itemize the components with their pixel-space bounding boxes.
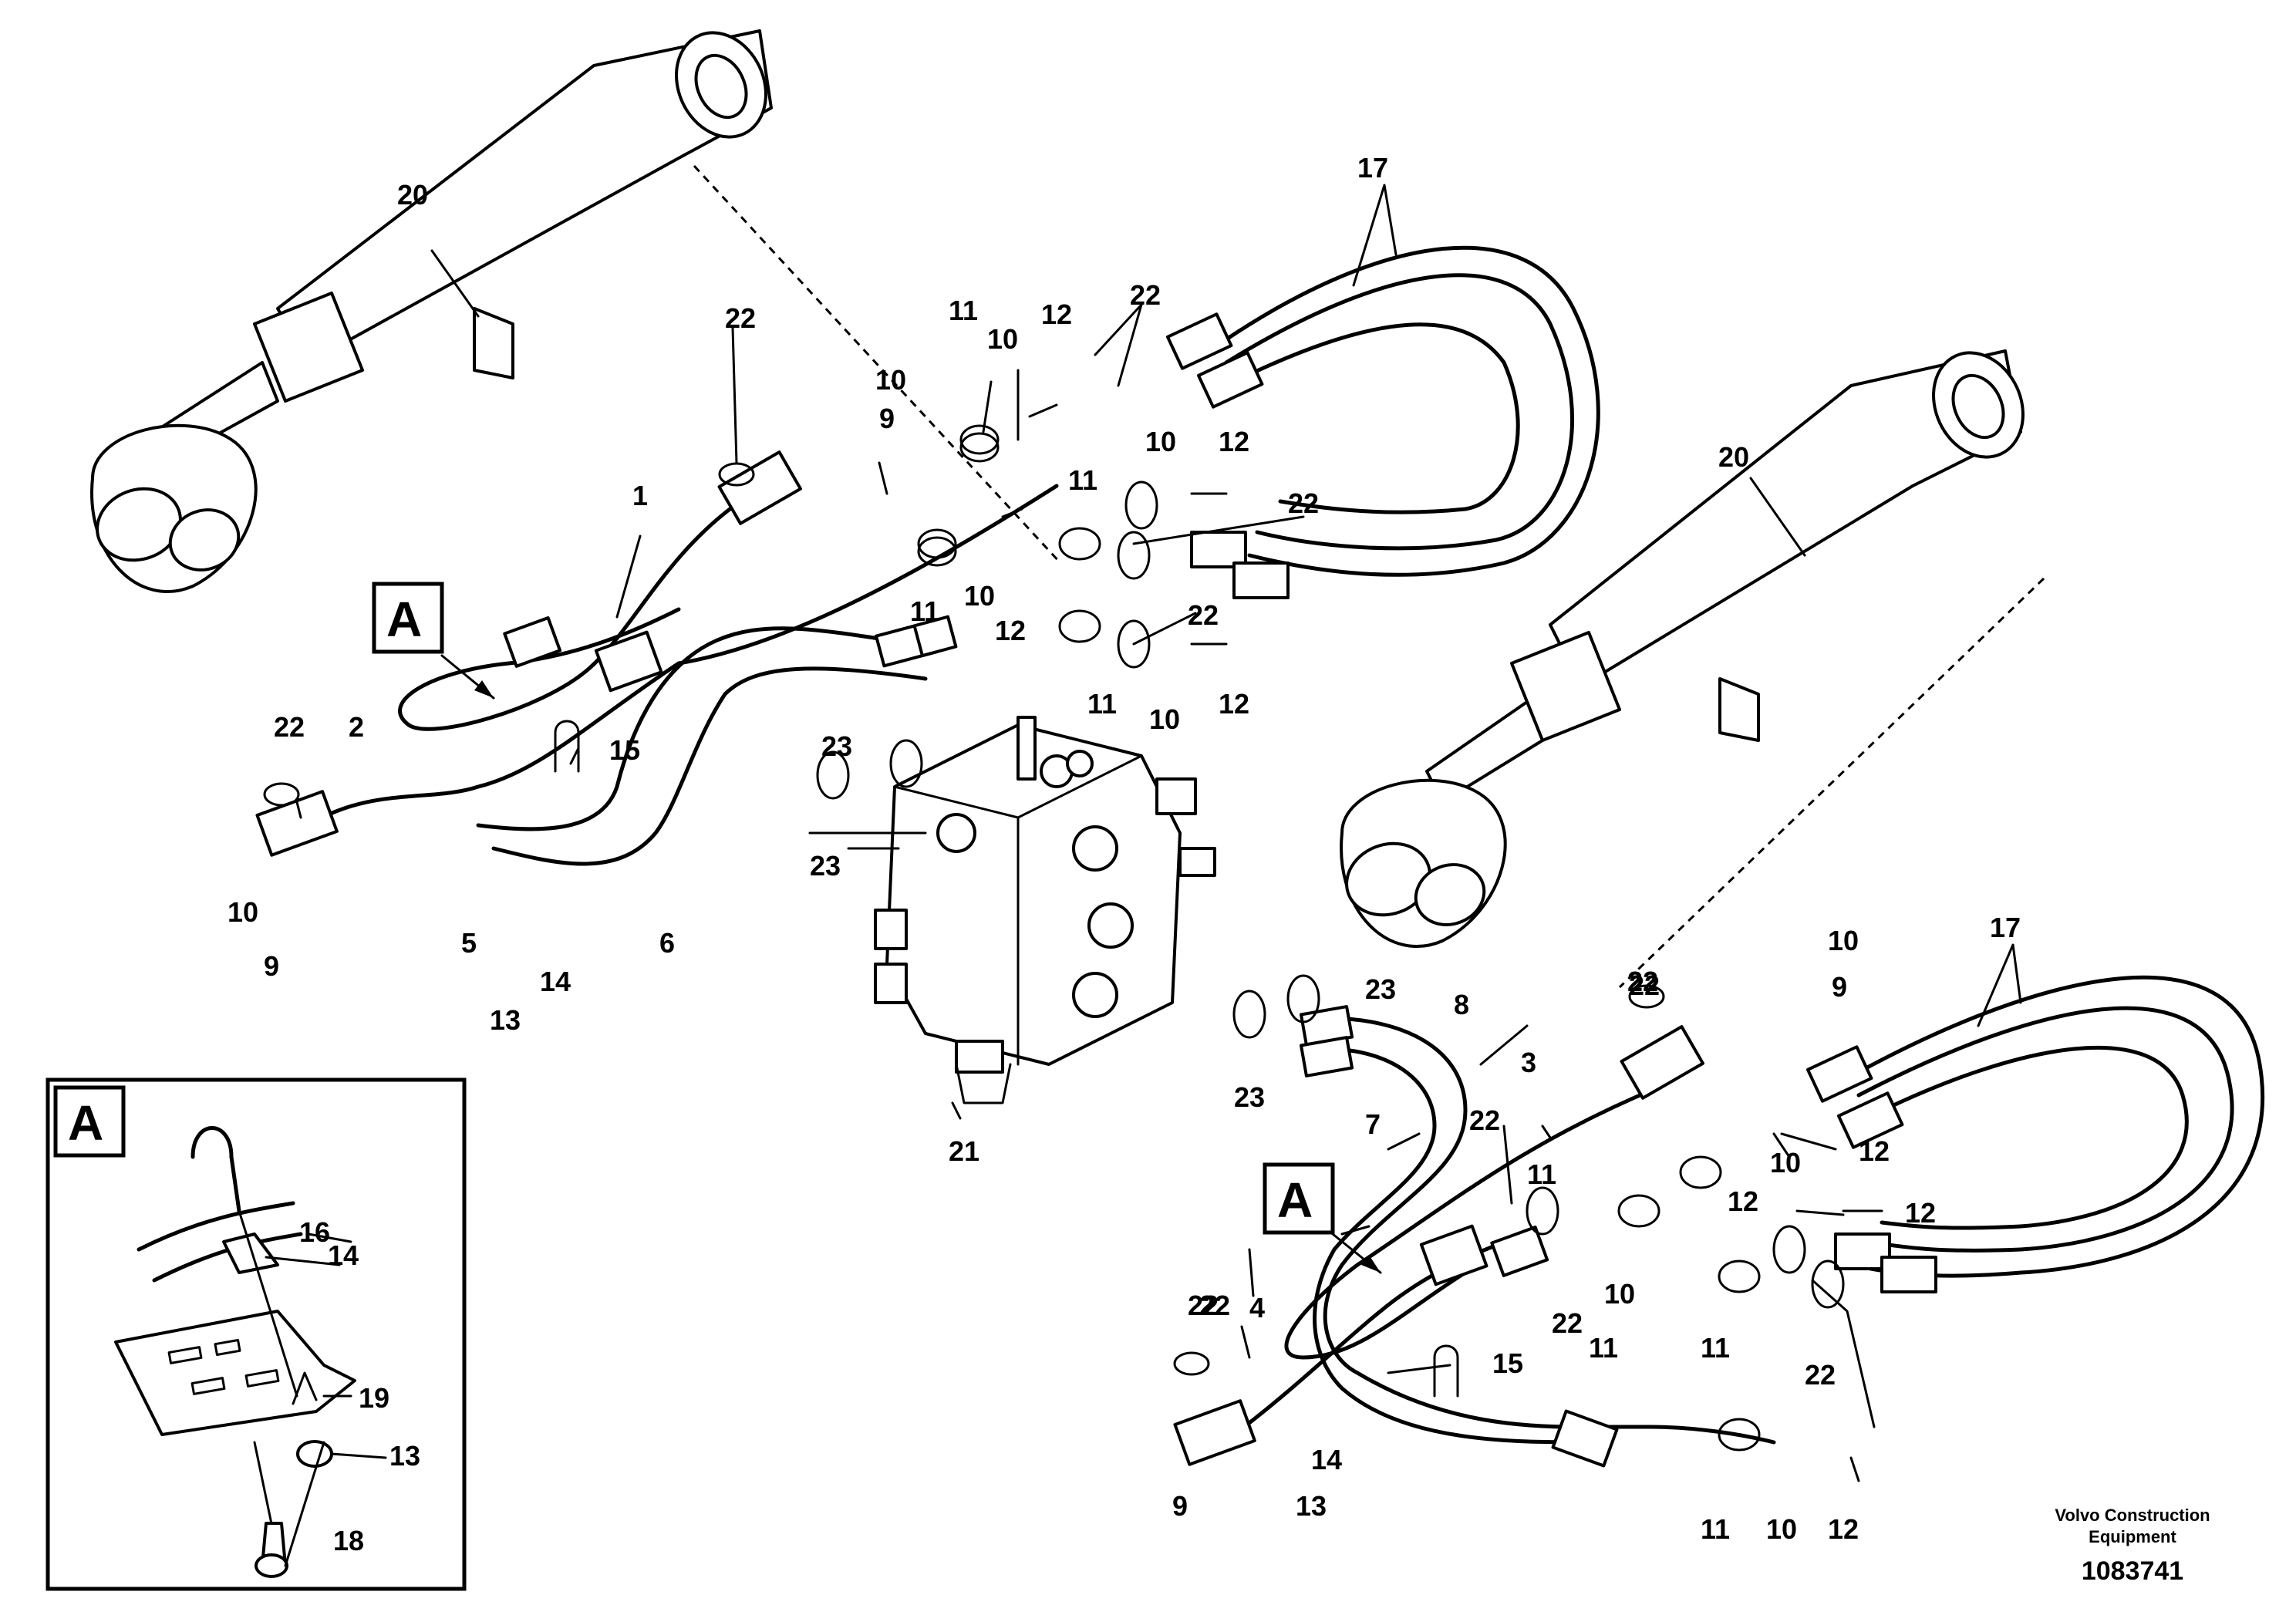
callout-9: 9 (1832, 971, 1847, 1003)
callout-11: 11 (1068, 464, 1097, 496)
callout-11: 11 (1527, 1158, 1556, 1190)
callout-11: 11 (1087, 688, 1117, 720)
callout-9: 9 (1172, 1490, 1188, 1522)
hardware (263, 164, 2045, 1482)
callout-21: 21 (949, 1135, 979, 1167)
callout-12: 12 (1728, 1185, 1758, 1217)
callout-2: 2 (349, 711, 364, 743)
callout-10: 10 (964, 580, 995, 612)
hose-17-upper (1165, 245, 1600, 599)
brand-line-1: Volvo Construction (2055, 1506, 2210, 1525)
callout-10: 10 (987, 323, 1018, 355)
callout-14: 14 (328, 1239, 359, 1271)
callout-10: 10 (875, 364, 906, 396)
leader-lines (265, 184, 2022, 1567)
callout-labels: 20 20 17 17 22 22 22 22 22 22 22 22 22 2… (68, 152, 2021, 1556)
callout-12: 12 (1219, 688, 1249, 720)
callout-11: 11 (949, 295, 978, 326)
callout-22: 22 (1188, 1290, 1219, 1321)
callout-10: 10 (1766, 1513, 1797, 1545)
callout-14: 14 (540, 966, 571, 997)
callout-12: 12 (1219, 426, 1249, 457)
callout-12: 12 (1041, 298, 1072, 330)
cylinder-left (90, 29, 773, 593)
control-valve-21 (874, 716, 1216, 1104)
callout-12: 12 (995, 615, 1026, 646)
callout-10: 10 (1145, 426, 1176, 457)
hose-17-lower (1805, 975, 2265, 1293)
detail-marker-left (372, 582, 495, 700)
cylinder-right (1340, 349, 2025, 948)
detail-label-right: A (1277, 1172, 1313, 1228)
callout-23: 23 (821, 730, 852, 762)
callout-23: 23 (810, 850, 841, 882)
callout-1: 1 (632, 480, 648, 511)
callout-10: 10 (1149, 703, 1180, 735)
callout-9: 9 (879, 403, 895, 434)
footer: Volvo Construction Equipment 1083741 (2055, 1506, 2210, 1586)
pipes-lower-right (1173, 1005, 1776, 1468)
callout-10: 10 (228, 896, 258, 928)
callout-18: 18 (333, 1525, 364, 1556)
detail-label-left: A (386, 592, 422, 647)
callout-22: 22 (1469, 1104, 1500, 1136)
callout-13: 13 (490, 1004, 521, 1036)
callout-23: 23 (1234, 1081, 1265, 1113)
callout-5: 5 (461, 927, 477, 959)
callout-11: 11 (1589, 1332, 1618, 1364)
callout-4: 4 (1249, 1292, 1265, 1324)
callout-17: 17 (1357, 152, 1388, 184)
callout-7: 7 (1365, 1108, 1381, 1140)
pipes-upper-left (255, 450, 1059, 866)
callout-6: 6 (659, 927, 675, 959)
callout-3: 3 (1521, 1047, 1536, 1078)
callout-14: 14 (1311, 1444, 1342, 1475)
callout-10: 10 (1604, 1278, 1635, 1310)
callout-22: 22 (1552, 1307, 1583, 1339)
callout-22: 22 (1288, 487, 1319, 519)
callout-15: 15 (1492, 1347, 1523, 1379)
callout-8: 8 (1454, 989, 1469, 1020)
detail-label-box: A (68, 1095, 103, 1151)
callout-12: 12 (1828, 1513, 1859, 1545)
callout-9: 9 (264, 950, 279, 982)
callout-12: 12 (1905, 1197, 1936, 1229)
callout-22: 22 (1805, 1359, 1836, 1391)
callout-22: 22 (1629, 969, 1660, 1001)
callout-22: 22 (1130, 279, 1161, 311)
callout-22: 22 (1199, 1290, 1230, 1321)
callout-22: 22 (1627, 966, 1658, 997)
callout-12: 12 (1859, 1135, 1890, 1167)
callout-15: 15 (609, 734, 640, 766)
callout-20: 20 (1718, 441, 1749, 473)
callout-13: 13 (389, 1440, 420, 1472)
callout-10: 10 (1770, 1147, 1801, 1179)
callout-10: 10 (1828, 925, 1859, 956)
document-number: 1083741 (2082, 1556, 2183, 1586)
callout-16: 16 (299, 1216, 330, 1248)
detail-box-a (46, 1077, 467, 1591)
callout-11: 11 (1701, 1332, 1730, 1364)
callout-11: 11 (1701, 1513, 1730, 1545)
detail-marker-right (1263, 1162, 1382, 1274)
callout-17: 17 (1990, 912, 2021, 943)
brand-line-2: Equipment (2089, 1527, 2176, 1546)
callout-19: 19 (359, 1382, 389, 1414)
callout-22: 22 (725, 302, 756, 334)
callout-11: 11 (910, 595, 939, 627)
callout-22: 22 (274, 711, 305, 743)
callout-23: 23 (1365, 973, 1396, 1005)
callout-13: 13 (1296, 1490, 1327, 1522)
callout-20: 20 (397, 179, 428, 211)
callout-22: 22 (1188, 599, 1219, 631)
